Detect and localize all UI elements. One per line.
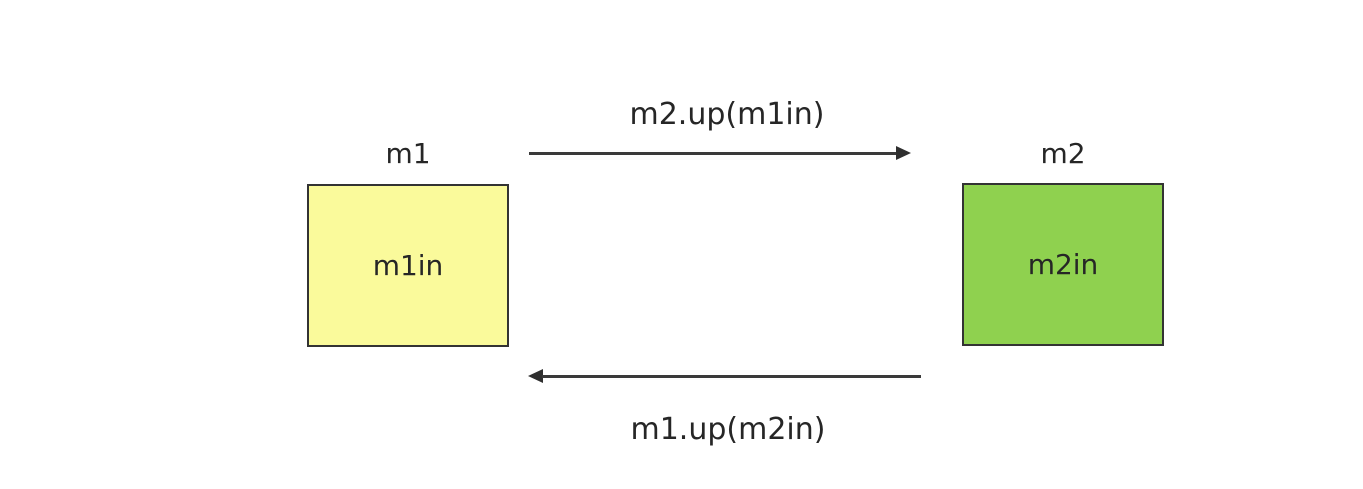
arrow-m2-to-m1-line xyxy=(542,375,921,378)
module-m2-title: m2 xyxy=(1040,137,1086,170)
module-m2-box: m2in xyxy=(962,183,1164,346)
arrow-m1-to-m2-label: m2.up(m1in) xyxy=(629,97,825,132)
module-m1-box: m1in xyxy=(307,184,509,347)
module-m2-inner-label: m2in xyxy=(1027,247,1099,281)
arrow-right-head-icon xyxy=(896,146,911,160)
module-m1-inner-label: m1in xyxy=(372,248,444,282)
arrow-m2-to-m1-label: m1.up(m2in) xyxy=(630,412,826,447)
arrow-left-head-icon xyxy=(528,369,543,383)
module-m1-title: m1 xyxy=(385,137,431,170)
arrow-m1-to-m2-line xyxy=(529,152,899,155)
